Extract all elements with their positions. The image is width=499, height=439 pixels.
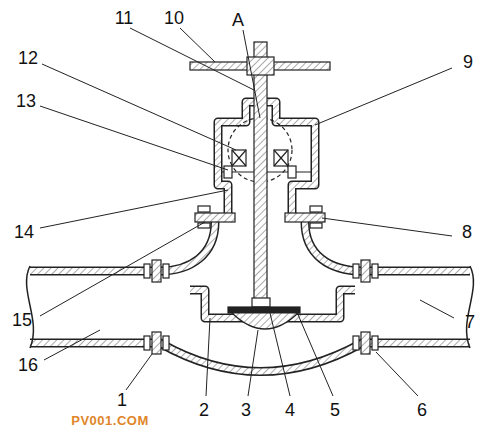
callout-number: 5 [330,401,340,419]
callout-number: 8 [462,223,472,241]
callout-number: 13 [16,92,36,110]
callout-number: 2 [199,401,209,419]
callout-number: 9 [463,53,473,71]
callout-number: 4 [285,401,295,419]
callout-number: 1 [117,391,127,409]
leader-lines [40,28,454,396]
break-line [467,266,474,348]
watermark: PV001.COM [71,414,148,427]
callout-number: 15 [12,311,32,329]
callout-number: 11 [115,9,134,27]
callout-number: 3 [241,401,251,419]
callout-number: A [232,11,244,29]
body-walls [30,102,470,372]
stem [190,42,330,329]
break-line [27,266,34,348]
callout-number: 14 [14,223,34,241]
callout-number: 16 [18,356,38,374]
callout-number: 10 [164,9,184,27]
callout-number: 6 [417,401,427,419]
callout-number: 12 [18,49,38,67]
callout-number: 7 [465,313,475,331]
